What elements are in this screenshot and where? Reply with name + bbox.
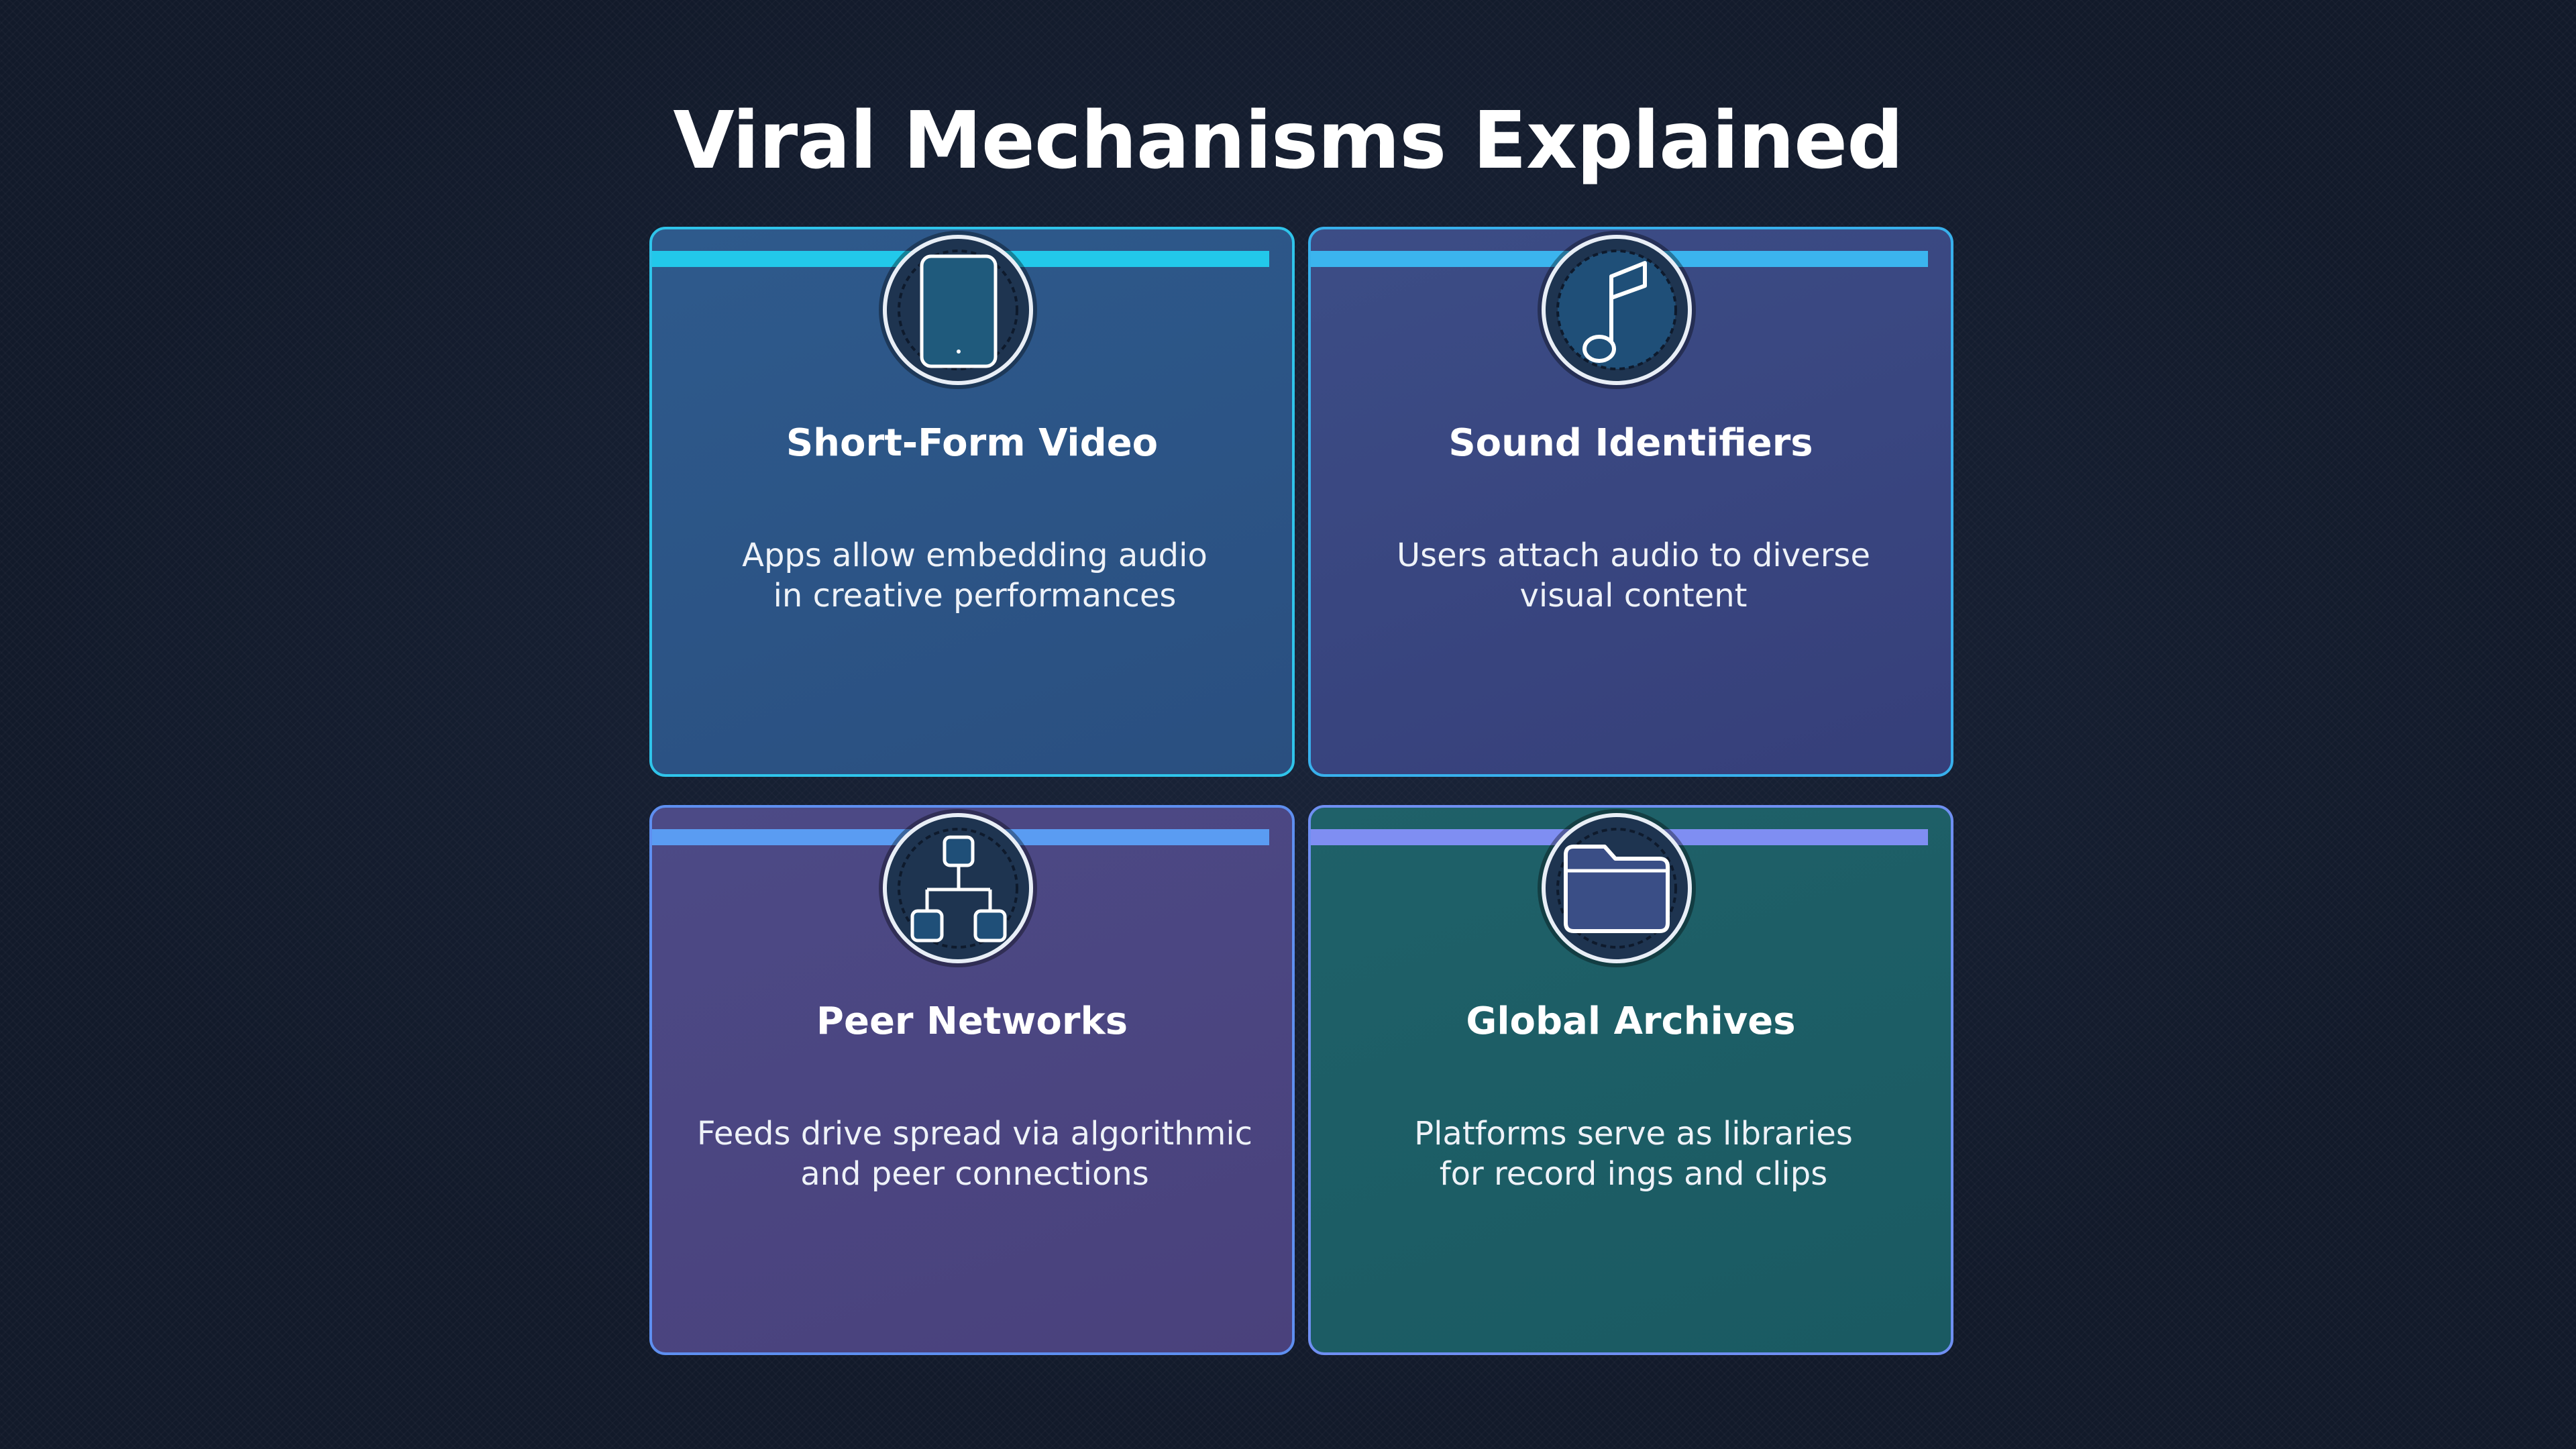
card-heading: Global Archives bbox=[1466, 1000, 1796, 1043]
music-note-icon bbox=[1542, 235, 1692, 385]
card-short-form-video: Short-Form Video Apps allow embedding au… bbox=[649, 227, 1295, 777]
network-hierarchy-icon bbox=[883, 813, 1033, 963]
card-global-archives: Global Archives Platforms serve as libra… bbox=[1308, 805, 1953, 1355]
mechanisms-grid: Short-Form Video Apps allow embedding au… bbox=[649, 227, 1953, 1356]
tablet-icon bbox=[883, 235, 1033, 385]
card-peer-networks: Peer Networks Feeds drive spread via alg… bbox=[649, 805, 1295, 1355]
card-heading: Sound Identifiers bbox=[1448, 421, 1813, 465]
card-heading: Peer Networks bbox=[816, 1000, 1128, 1043]
folder-icon bbox=[1542, 813, 1692, 963]
card-sound-identifiers: Sound Identifiers Users attach audio to … bbox=[1308, 227, 1953, 777]
page-title: Viral Mechanisms Explained bbox=[673, 94, 1903, 186]
card-heading: Short-Form Video bbox=[786, 421, 1159, 465]
